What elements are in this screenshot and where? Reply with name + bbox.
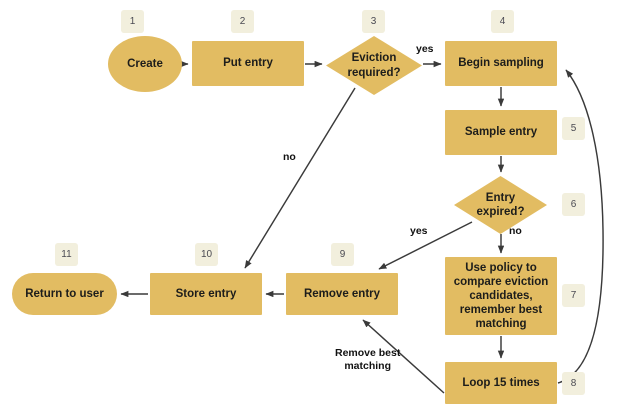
badge-step-8: 8 <box>562 372 585 395</box>
badge-step-3: 3 <box>362 10 385 33</box>
badge-step-4-text: 4 <box>499 16 506 27</box>
badge-step-7-text: 7 <box>570 290 577 301</box>
node-return-to-user[interactable]: Return to user <box>12 273 117 315</box>
node-begin-sampling[interactable]: Begin sampling <box>445 41 557 86</box>
badge-step-2-text: 2 <box>239 16 246 27</box>
node-store-entry-label: Store entry <box>175 287 237 300</box>
node-store-entry[interactable]: Store entry <box>150 273 262 315</box>
edge-label-yes-eviction: yes <box>416 43 434 55</box>
badge-step-9-text: 9 <box>339 249 346 260</box>
edge-loop-15-times-to-remove-entry <box>362 319 445 394</box>
badge-step-1: 1 <box>121 10 144 33</box>
badge-step-7: 7 <box>562 284 585 307</box>
badge-step-11-text: 11 <box>61 249 72 260</box>
badge-step-6-text: 6 <box>570 199 577 210</box>
node-put-entry-label: Put entry <box>223 57 273 70</box>
badge-step-3-text: 3 <box>370 16 377 27</box>
node-sample-entry-label: Sample entry <box>464 126 538 139</box>
badge-step-10-text: 10 <box>200 249 213 260</box>
node-begin-sampling-label: Begin sampling <box>458 57 544 70</box>
node-sample-entry[interactable]: Sample entry <box>445 110 557 155</box>
edge-loop-15-times-to-begin-sampling <box>557 69 604 384</box>
node-loop-15-times[interactable]: Loop 15 times <box>445 362 557 404</box>
edge-label-no-eviction: no <box>283 151 296 163</box>
diamond-shape-icon <box>454 176 547 234</box>
node-create-label: Create <box>127 57 163 70</box>
badge-step-8-text: 8 <box>570 378 577 389</box>
edge-label-no-expired: no <box>509 225 522 237</box>
node-create[interactable]: Create <box>108 36 182 92</box>
node-put-entry[interactable]: Put entry <box>192 41 304 86</box>
badge-step-5-text: 5 <box>570 123 577 134</box>
badge-step-4: 4 <box>491 10 514 33</box>
edge-label-yes-expired: yes <box>410 225 428 237</box>
badge-step-1-text: 1 <box>129 16 136 27</box>
badge-step-9: 9 <box>331 243 354 266</box>
badge-step-2: 2 <box>231 10 254 33</box>
edge-eviction-no-to-store-entry <box>244 87 356 269</box>
node-loop-15-times-label: Loop 15 times <box>462 376 540 389</box>
node-return-to-user-label: Return to user <box>25 287 104 300</box>
badge-step-6: 6 <box>562 193 585 216</box>
diamond-shape-icon <box>326 36 422 95</box>
node-remove-entry[interactable]: Remove entry <box>286 273 398 315</box>
node-remove-entry-label: Remove entry <box>303 287 381 300</box>
badge-step-10: 10 <box>195 243 218 266</box>
badge-step-11: 11 <box>55 243 78 266</box>
edge-entry-expired-yes-to-remove-entry <box>378 221 473 270</box>
badge-step-5: 5 <box>562 117 585 140</box>
